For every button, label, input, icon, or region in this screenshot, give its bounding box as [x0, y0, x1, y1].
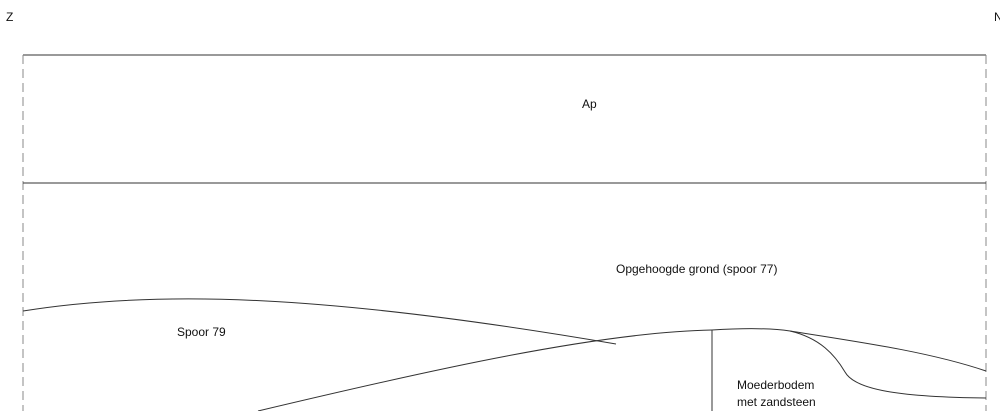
- layer-label-opgehoogd: Opgehoogde grond (spoor 77): [616, 262, 777, 276]
- layer-label-moederbodem-1: Moederbodem: [737, 378, 814, 392]
- orientation-right-label: N: [994, 10, 1000, 24]
- orientation-left-label: Z: [6, 10, 13, 24]
- moederbodem-boundary: [789, 330, 987, 399]
- spoor79-upper-boundary: [22, 298, 617, 345]
- spoor79-lower-boundary: [257, 329, 713, 411]
- layer-label-moederbodem-2: met zandsteen: [737, 395, 816, 409]
- layer-label-spoor79: Spoor 79: [177, 325, 226, 339]
- mound-top-line: [711, 328, 791, 332]
- layer-label-ap: Ap: [582, 97, 597, 111]
- opgehoogd-lower-boundary: [789, 330, 987, 372]
